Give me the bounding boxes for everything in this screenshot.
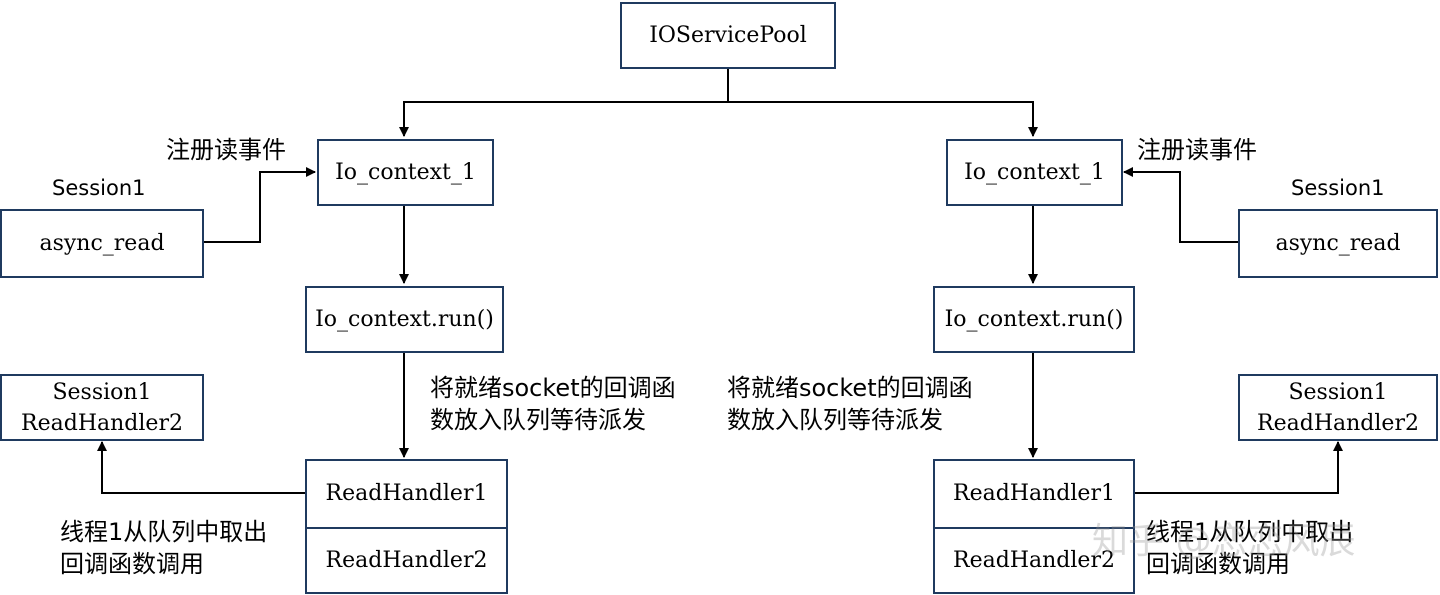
right-async-read-register-arrow: [1123, 167, 1238, 243]
right-handler-queue-box: ReadHandler1 ReadHandler2: [933, 459, 1135, 594]
left-async-read-box: async_read: [0, 209, 204, 278]
left-thread-note: 线程1从队列中取出 回调函数调用: [60, 518, 268, 578]
right-read-handler1-cell: ReadHandler1: [953, 481, 1115, 507]
right-queue-note: 将就绪socket的回调函 数放入队列等待派发: [727, 374, 973, 434]
right-session-handler-line1: Session1: [1288, 379, 1388, 405]
right-io-context-run-box: Io_context.run(): [933, 286, 1135, 353]
pool-to-left-context-arrow: [399, 68, 729, 137]
right-session-label: Session1: [1291, 176, 1385, 200]
right-handler-dispatch-arrow: [1135, 441, 1343, 494]
right-io-context-box: Io_context_1: [946, 139, 1123, 206]
right-thread-note: 线程1从队列中取出 回调函数调用: [1146, 518, 1354, 578]
ioservicepool-box: IOServicePool: [620, 2, 836, 69]
left-io-context-run-box: Io_context.run(): [305, 286, 504, 353]
left-io-context-box: Io_context_1: [317, 139, 494, 206]
right-async-read-box: async_read: [1238, 209, 1438, 278]
left-session-handler-line2: ReadHandler2: [21, 410, 183, 436]
left-session-handler-line1: Session1: [52, 379, 152, 405]
left-session-label: Session1: [52, 176, 146, 200]
left-register-read-label: 注册读事件: [166, 136, 286, 164]
left-handler-queue-box: ReadHandler1 ReadHandler2: [305, 459, 508, 594]
right-session-handler-box: Session1 ReadHandler2: [1238, 374, 1438, 441]
left-handler-dispatch-arrow: [97, 441, 305, 494]
left-read-handler2-cell: ReadHandler2: [307, 526, 506, 593]
left-read-handler1-cell: ReadHandler1: [325, 481, 488, 507]
pool-to-right-context-arrow: [728, 101, 1038, 137]
right-session-handler-line2: ReadHandler2: [1257, 410, 1419, 436]
right-register-read-label: 注册读事件: [1137, 136, 1257, 164]
right-read-handler2-cell: ReadHandler2: [935, 526, 1133, 593]
left-session-handler-box: Session1 ReadHandler2: [0, 374, 204, 441]
watermark-text: 知乎 @恋恋风辰: [1092, 521, 1356, 562]
left-queue-note: 将就绪socket的回调函 数放入队列等待派发: [430, 374, 676, 434]
left-async-read-register-arrow: [204, 167, 316, 243]
